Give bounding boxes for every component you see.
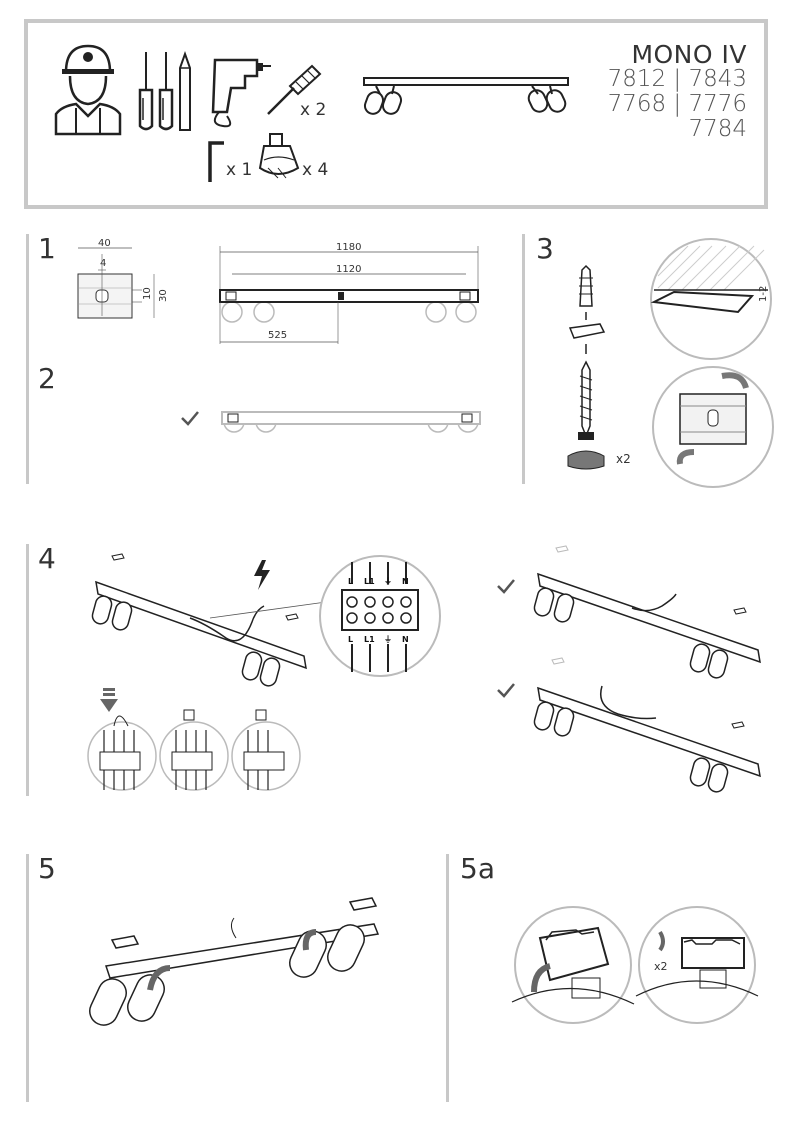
step-5a-number: 5a (460, 852, 495, 885)
wiring-fixture-drawing (91, 553, 307, 687)
installer-helmet-icon (54, 44, 122, 136)
ceiling-gap-detail-circle: 1-2 (650, 238, 772, 360)
drill-icon (211, 58, 271, 128)
wiring-correct-checkmark-icon (497, 579, 515, 594)
wall-plug-quantity: x 2 (300, 100, 327, 120)
step-2-fixture-drawing (221, 411, 481, 433)
wall-plug-screw-icon (267, 64, 322, 115)
terminal-bottom-l: L (348, 635, 353, 644)
mounting-bracket-dimension-drawing: 40 4 10 30 (77, 238, 169, 319)
product-title-block: MONO IV 7812 | 7843 7768 | 7776 7784 (608, 42, 747, 142)
hex-key-quantity: x 1 (226, 160, 253, 180)
dim-1120: 1120 (336, 264, 361, 275)
bulb-quantity: x 4 (302, 160, 329, 180)
terminal-bottom-n: N (402, 635, 409, 644)
dim-10: 10 (142, 287, 153, 300)
down-arrow-icon (100, 688, 118, 712)
step-5-number: 5 (38, 852, 56, 885)
wiring-correct-checkmark-2-icon (497, 683, 515, 698)
bracket-rotate-detail-circle (652, 366, 774, 488)
terminal-bottom-earth: ⏚ (384, 635, 392, 644)
terminal-top-n: N (402, 577, 409, 586)
product-code-line-3: 7784 (688, 116, 747, 142)
step-2-checkmark-icon (181, 411, 199, 426)
step-5a-detail-circle-2 (635, 906, 759, 1024)
step-5a-divider (446, 854, 449, 1102)
terminal-top-l1: L1 (364, 577, 375, 586)
step-3-number: 3 (536, 232, 554, 265)
tools-header-box (24, 19, 768, 209)
dim-525: 525 (268, 330, 287, 341)
wiring-correct-fixture-1 (533, 545, 761, 679)
fixture-dimension-drawing: 1180 1120 525 (219, 242, 479, 344)
screwdrivers-icon (138, 52, 174, 131)
dim-40: 40 (98, 238, 111, 249)
wiring-variant-circles (87, 709, 301, 791)
step-4-number: 4 (38, 542, 56, 575)
wiring-callout-line (209, 601, 327, 619)
dim-30: 30 (158, 289, 169, 302)
screw-plug-assembly-icon (567, 264, 606, 470)
step-2-number: 2 (38, 362, 56, 395)
step-1-number: 1 (38, 232, 56, 265)
wiring-correct-fixture-2 (533, 657, 761, 793)
step-5a-quantity: x2 (654, 960, 668, 973)
product-code-line-2: 7768 | 7776 (607, 91, 747, 117)
step-4-divider (26, 544, 29, 796)
gap-label: 1-2 (758, 286, 769, 302)
terminal-bottom-l1: L1 (364, 635, 375, 644)
step-3-divider (522, 234, 525, 484)
screw-quantity: x2 (616, 452, 631, 466)
dim-4: 4 (100, 258, 106, 269)
product-lamp-illustration (363, 77, 569, 115)
product-name: MONO IV (631, 40, 747, 69)
dim-1180: 1180 (336, 242, 361, 253)
terminal-top-earth: ⏚ (384, 577, 392, 586)
step-5a-detail-circle-1 (511, 906, 635, 1024)
gu10-bulb-icon (258, 133, 300, 179)
terminal-top-l: L (348, 577, 353, 586)
terminal-block-detail-circle: L L1 ⏚ N L L1 ⏚ N (319, 555, 441, 677)
lightning-power-icon (254, 560, 270, 590)
step-5-mounting-drawing (89, 897, 380, 1026)
step-5-divider (26, 854, 29, 1102)
pencil-icon (179, 51, 191, 131)
step-1-divider (26, 234, 29, 484)
product-code-line-1: 7812 | 7843 (607, 66, 747, 92)
hex-key-icon (208, 141, 224, 182)
